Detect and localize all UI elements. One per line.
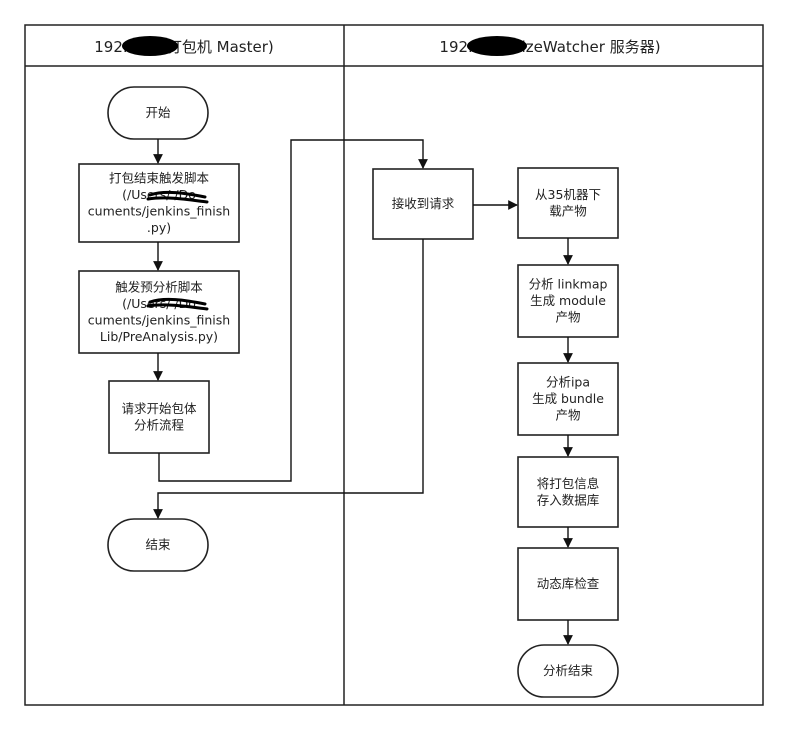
node-label-line: 生成 bundle — [532, 391, 604, 406]
node-label-line: 动态库检查 — [537, 576, 600, 591]
redaction-mark — [146, 190, 209, 204]
swimlane-frame — [24, 24, 764, 706]
arrow-receive-to-end — [153, 239, 424, 519]
node-label-line: 分析 linkmap — [529, 277, 608, 292]
analysis-end-label: 分析结束 — [543, 663, 594, 678]
node-label-line: 触发预分析脚本 — [115, 279, 203, 294]
download-artifact-label: 从35机器下载产物 — [535, 187, 601, 219]
end-label: 结束 — [145, 537, 171, 552]
node-label-line: 分析结束 — [543, 663, 594, 678]
node-label-line: 产物 — [555, 310, 580, 325]
node-label-line: Lib/PreAnalysis.py) — [100, 329, 218, 344]
node-label-line: 载产物 — [549, 203, 587, 218]
node-label-line: 将打包信息 — [537, 476, 600, 491]
node-label-line: 开始 — [145, 105, 171, 120]
node-label-line: (/Users/ /Do — [122, 296, 196, 311]
arrow-request-to-receive — [158, 139, 428, 482]
redaction-mark — [467, 36, 527, 56]
trigger-preanalysis-script-box — [78, 270, 240, 354]
end-terminal — [107, 518, 209, 572]
node-label-line: cuments/jenkins_finish — [88, 203, 230, 218]
receive-request-label: 接收到请求 — [392, 196, 455, 211]
start-label: 开始 — [145, 105, 171, 120]
store-db-box — [517, 456, 619, 528]
analyze-linkmap-box — [517, 264, 619, 338]
receive-request-box — [372, 168, 474, 240]
node-label-line: 生成 module — [530, 293, 606, 308]
node-label-line: 请求开始包体 — [121, 401, 197, 416]
node-label-line: 存入数据库 — [537, 492, 600, 507]
node-label-line: 接收到请求 — [392, 196, 455, 211]
node-label-line: .py) — [147, 220, 171, 235]
redaction-mark — [122, 36, 178, 56]
node-label-line: 打包结束触发脚本 — [109, 170, 210, 185]
analysis-end-terminal — [517, 644, 619, 698]
request-analysis-label: 请求开始包体分析流程 — [121, 401, 197, 433]
node-label-line: cuments/jenkins_finish — [88, 312, 230, 327]
node-label-line: 分析流程 — [134, 417, 185, 432]
request-analysis-box — [108, 380, 210, 454]
analyze-ipa-box — [517, 362, 619, 436]
store-db-label: 将打包信息存入数据库 — [537, 476, 600, 508]
download-artifact-box — [517, 167, 619, 239]
node-label-line: 分析ipa — [546, 375, 590, 390]
redaction-mark — [146, 297, 209, 311]
dylib-check-box — [517, 547, 619, 621]
dylib-check-label: 动态库检查 — [537, 576, 600, 591]
node-label-line: 从35机器下 — [535, 187, 601, 202]
lane-header-master: 192.168.(打包机 Master) — [94, 38, 274, 56]
trigger-end-script-box — [78, 163, 240, 243]
node-label-line: 产物 — [555, 408, 580, 423]
node-label-line: 结束 — [145, 537, 171, 552]
